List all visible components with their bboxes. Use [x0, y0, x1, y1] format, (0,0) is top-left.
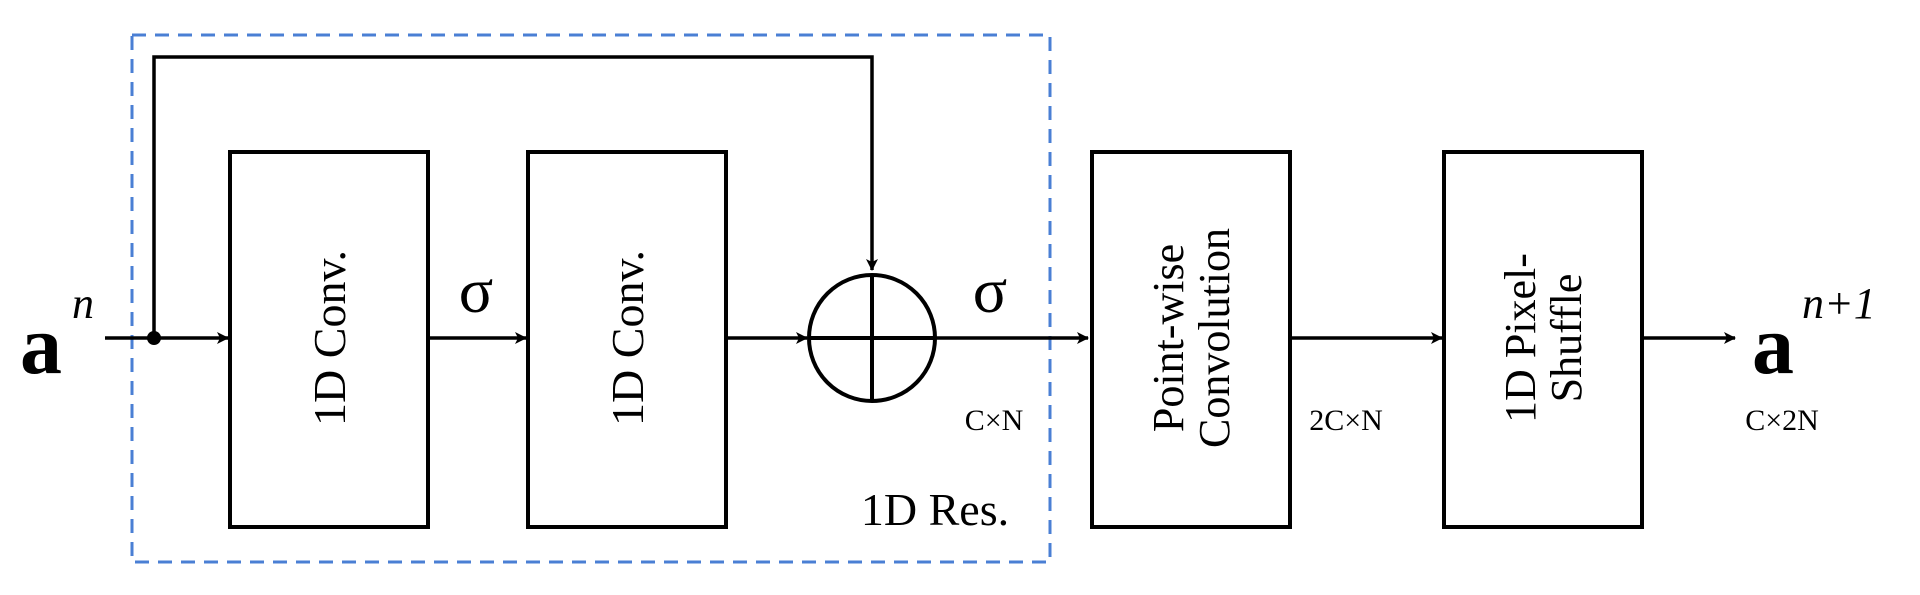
conv1-label: 1D Conv.: [304, 250, 355, 426]
activation-mid: σ: [459, 255, 494, 326]
res-block-label: 1D Res.: [861, 484, 1009, 535]
sum-node: [807, 273, 937, 403]
pixelshuffle-box: [1442, 150, 1644, 529]
input-symbol: a: [20, 299, 62, 392]
res-shape-label: C×N: [965, 404, 1024, 437]
skip-connection-arrow: [152, 55, 878, 338]
output-shape-label: C×2N: [1745, 404, 1819, 437]
conv2-label: 1D Conv.: [602, 250, 653, 426]
activation-out: σ: [973, 255, 1008, 326]
pointwise-shape-label: 2C×N: [1309, 404, 1383, 437]
pointwise-label-line1: Point-wise: [1144, 244, 1193, 432]
pointwise-label-line2: Convolution: [1190, 228, 1239, 448]
conv2-box: [526, 150, 728, 529]
res-block-border: [130, 33, 1052, 564]
conv1-box: [228, 150, 430, 529]
output-symbol: a: [1752, 299, 1794, 392]
input-superscript: n: [72, 279, 94, 328]
pixelshuffle-label-line2: Shuffle: [1542, 274, 1591, 403]
pixelshuffle-label-line1: 1D Pixel-: [1496, 253, 1545, 423]
output-superscript: n+1: [1802, 279, 1876, 328]
